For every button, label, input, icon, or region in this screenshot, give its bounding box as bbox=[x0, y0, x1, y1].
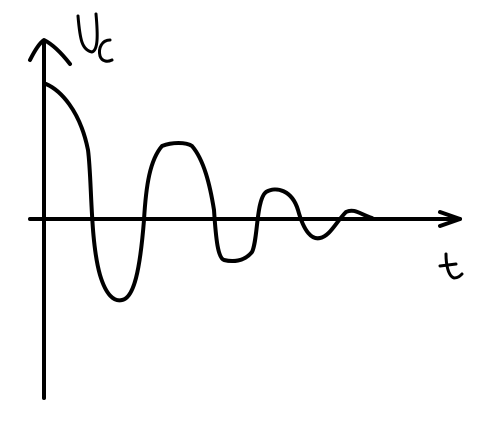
y-axis-arrowhead bbox=[28, 38, 72, 66]
x-axis-label-sketch bbox=[438, 252, 464, 280]
y-axis-label-sketch bbox=[76, 12, 114, 63]
letter-c-subscript-glyph bbox=[98, 38, 114, 63]
letter-t-glyph bbox=[444, 252, 464, 280]
letter-u-glyph bbox=[76, 12, 99, 54]
voltage-curve bbox=[44, 82, 374, 303]
letter-t-crossbar-glyph bbox=[438, 262, 458, 268]
x-axis-arrowhead bbox=[438, 210, 462, 228]
